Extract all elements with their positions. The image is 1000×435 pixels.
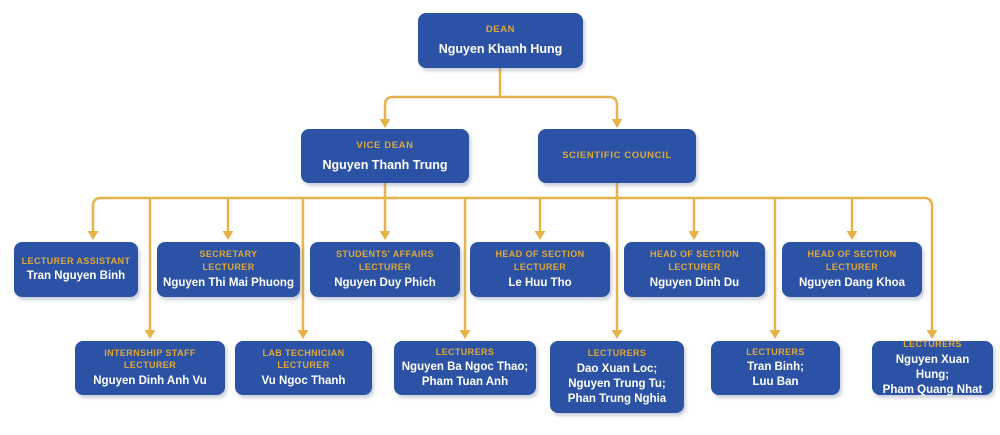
node-title: LECTURERS (435, 346, 495, 357)
node-name: Dao Xuan Loc; Nguyen Trung Tu; Phan Trun… (567, 362, 667, 405)
arrow-down-icon (846, 231, 858, 240)
edge-dean-split (383, 95, 619, 122)
node-title: LECTURERS (903, 338, 962, 349)
node-title: HEAD OF SECTION LECTURER (807, 249, 897, 272)
node-title: LAB TECHNICIAN LECTURER (262, 347, 345, 371)
node-name: Nguyen Dinh Anh Vu (93, 375, 207, 387)
node-title: LECTURERS (587, 347, 647, 358)
arrow-down-icon (926, 330, 938, 339)
node-name: Nguyen Thi Mai Phuong (163, 276, 294, 289)
node-name: Nguyen Duy Phich (334, 276, 436, 289)
arrow-down-icon (534, 231, 546, 240)
node-title: LECTURER ASSISTANT (21, 255, 131, 266)
arrow-down-icon (688, 231, 700, 240)
arrow-down-icon (611, 119, 623, 128)
node-name: Le Huu Tho (508, 276, 572, 289)
org-node-lecturers-3: LECTURERS Tran Binh; Luu Ban (711, 341, 840, 395)
node-title: INTERNSHIP STAFF LECTURER (104, 347, 196, 371)
node-name: Tran Nguyen Binh (26, 270, 126, 283)
node-title: VICE DEAN (356, 139, 414, 151)
org-node-scientific-council: SCIENTIFIC COUNCIL (538, 129, 696, 183)
node-name: Nguyen Ba Ngoc Thao; Pham Tuan Anh (401, 361, 529, 389)
arrow-down-icon (379, 119, 391, 128)
node-name: Nguyen Dang Khoa (798, 276, 906, 289)
arrow-down-icon (297, 330, 309, 339)
arrow-down-icon (379, 231, 391, 240)
org-node-head-of-section-3: HEAD OF SECTION LECTURER Nguyen Dang Kho… (782, 242, 922, 297)
org-node-lecturer-assistant: LECTURER ASSISTANT Tran Nguyen Binh (14, 242, 138, 297)
arrow-down-icon (144, 330, 156, 339)
org-node-head-of-section-2: HEAD OF SECTION LECTURER Nguyen Dinh Du (624, 242, 765, 297)
node-name: Nguyen Xuan Hung; Pham Quang Nhat (882, 353, 983, 396)
node-name: Tran Binh; Luu Ban (747, 361, 804, 389)
org-node-secretary-lecturer: SECRETARY LECTURER Nguyen Thi Mai Phuong (157, 242, 300, 297)
node-name: Nguyen Khanh Hung (438, 42, 563, 57)
arrow-down-icon (611, 330, 623, 339)
node-title: HEAD OF SECTION LECTURER (649, 249, 739, 272)
node-title: STUDENTS' AFFAIRS LECTURER (335, 249, 435, 272)
org-node-lecturers-4: LECTURERS Nguyen Xuan Hung; Pham Quang N… (872, 338, 993, 396)
org-node-vice-dean: VICE DEAN Nguyen Thanh Trung (301, 129, 469, 183)
arrow-down-icon (87, 231, 99, 240)
node-name: Vu Ngoc Thanh (261, 375, 346, 387)
node-title: SECRETARY LECTURER (199, 249, 258, 272)
org-node-lecturers-2: LECTURERS Dao Xuan Loc; Nguyen Trung Tu;… (550, 341, 684, 413)
org-node-internship-staff-lecturer: INTERNSHIP STAFF LECTURER Nguyen Dinh An… (75, 341, 225, 395)
org-node-students-affairs-lecturer: STUDENTS' AFFAIRS LECTURER Nguyen Duy Ph… (310, 242, 460, 297)
org-node-lab-technician-lecturer: LAB TECHNICIAN LECTURER Vu Ngoc Thanh (235, 341, 372, 395)
node-title: DEAN (485, 24, 516, 36)
node-name: Nguyen Dinh Du (649, 276, 740, 289)
node-title: SCIENTIFIC COUNCIL (562, 150, 672, 162)
node-title: LECTURERS (746, 346, 805, 357)
arrow-down-icon (222, 231, 234, 240)
org-node-lecturers-1: LECTURERS Nguyen Ba Ngoc Thao; Pham Tuan… (394, 341, 536, 395)
org-node-head-of-section-1: HEAD OF SECTION LECTURER Le Huu Tho (470, 242, 610, 297)
arrow-down-icon (769, 330, 781, 339)
node-name: Nguyen Thanh Trung (322, 157, 448, 172)
org-node-dean: DEAN Nguyen Khanh Hung (418, 13, 583, 68)
edge-bus (91, 196, 934, 331)
node-title: HEAD OF SECTION LECTURER (495, 249, 585, 272)
arrow-down-icon (459, 330, 471, 339)
